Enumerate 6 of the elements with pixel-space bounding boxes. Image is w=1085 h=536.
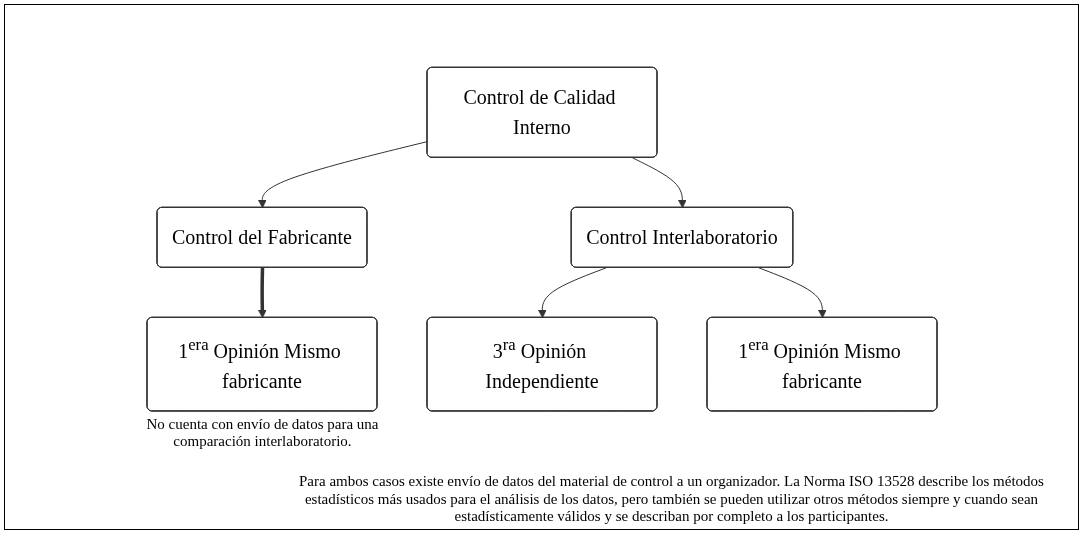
arrow xyxy=(537,267,607,319)
node-note: No cuenta con envío de datos para una comparación interlaboratorio. xyxy=(145,415,380,451)
note-paragraph: Para ambos casos existe envío de datos del material de control a un organizador. La Norma ISO 13528 describe los métodos estadísticos más usados para el análisis de los datos, pero también se pueden utilizar otros métodos siempre y cuando sean estadísticamente válidos y se describan por completo a los participantes. xyxy=(298,473,1045,525)
arrow xyxy=(631,157,687,209)
arrow xyxy=(257,267,267,319)
arrow xyxy=(257,141,428,209)
